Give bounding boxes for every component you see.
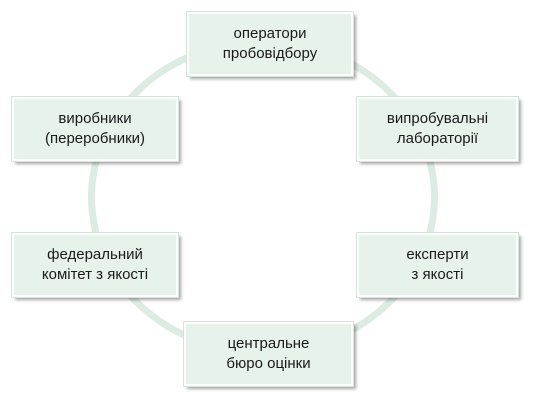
node-producers: виробники (переробники) xyxy=(11,96,179,162)
node-label: федеральний комітет з якості xyxy=(41,246,149,283)
node-label: виробники (переробники) xyxy=(44,110,146,147)
node-label: випробувальні лабораторії xyxy=(386,110,489,147)
node-sampling-operators: оператори пробовідбору xyxy=(186,11,354,77)
node-label: експерти з якості xyxy=(406,246,469,283)
node-quality-experts: експерти з якості xyxy=(356,232,519,298)
node-central-assessment-bureau: центральне бюро оцінки xyxy=(183,321,354,387)
node-federal-quality-committee: федеральний комітет з якості xyxy=(11,232,179,298)
node-label: центральне бюро оцінки xyxy=(226,335,311,372)
cycle-ring xyxy=(88,38,438,356)
node-testing-laboratories: випробувальні лабораторії xyxy=(356,96,519,162)
node-label: оператори пробовідбору xyxy=(222,25,318,62)
